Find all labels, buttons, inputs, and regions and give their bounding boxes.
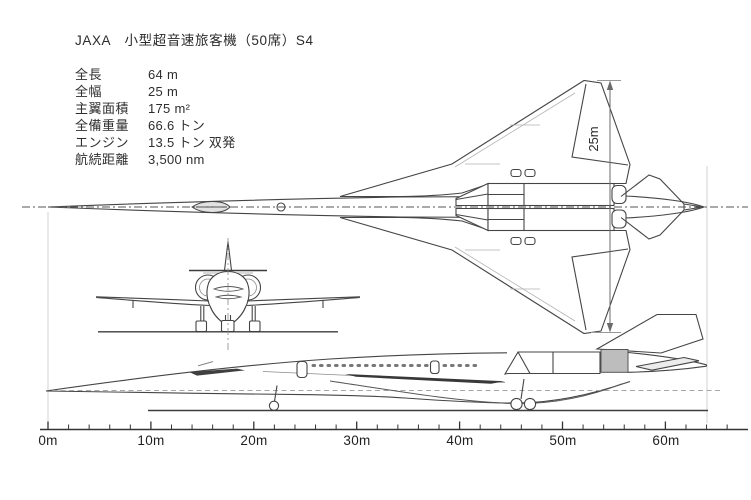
nacelle-side [503, 351, 601, 375]
cockpit-window-front [212, 286, 245, 292]
ruler-ticks [47, 421, 728, 430]
spec-label: 主翼面積 [75, 101, 130, 116]
chine-sliver [189, 368, 245, 376]
main-wheel-side [523, 397, 537, 411]
tail-cone-side [627, 351, 708, 373]
hatch [510, 168, 522, 178]
diagram-title: JAXA 小型超音速旅客機（50席）S4 [75, 33, 314, 48]
detail-hatches [510, 168, 536, 246]
spec-row: エンジン 13.5 トン 双発 [75, 134, 236, 151]
engine-exhaust [600, 349, 629, 373]
cockpit-window-front [214, 294, 243, 300]
intake-ramp-line [455, 193, 489, 201]
nose-gear-leg [273, 385, 278, 402]
spec-row: 全備重量 66.6 トン [75, 117, 236, 134]
wing-upper-plan [339, 79, 631, 198]
spec-label: 全備重量 [75, 118, 130, 133]
spec-label: 航続距離 [75, 152, 130, 167]
tailplane-plan [620, 174, 704, 240]
main-wheel-right [248, 320, 261, 333]
scale-label-10m: 10m [137, 433, 165, 448]
side-view [45, 313, 722, 412]
spec-label: エンジン [75, 135, 130, 150]
door-front [296, 360, 308, 379]
front-view [95, 238, 361, 352]
spec-row: 航続距離 3,500 nm [75, 151, 236, 168]
spec-value: 64 m [148, 67, 179, 82]
wing-lower-inner-trailing-edge [571, 248, 629, 331]
scale-label-0m: 0m [38, 433, 58, 448]
spec-table: 全長 64 m 全幅 25 m 主翼面積 175 m² 全備重量 66.6 トン エンジ… [75, 66, 236, 168]
main-wheel-left [195, 320, 208, 333]
windshield-line [197, 361, 214, 367]
main-wheel-side [510, 397, 523, 411]
stabilizer-side [635, 356, 700, 371]
wing-lower-flap-line [454, 246, 576, 322]
wing-upper-inner-trailing-edge [571, 83, 629, 166]
wing-front-left [95, 296, 210, 307]
spec-row: 全幅 25 m [75, 83, 236, 100]
dimension-25m [591, 80, 621, 333]
nose-wheel-side [268, 400, 280, 411]
fuselage-bottom-side [45, 380, 631, 404]
door-rear [429, 360, 440, 375]
scale-label-30m: 30m [343, 433, 371, 448]
spec-value: 25 m [148, 84, 179, 99]
hatch [524, 168, 536, 178]
intake-ramp-line [455, 213, 489, 221]
spec-value: 3,500 nm [148, 152, 205, 167]
landing-gear-front [195, 306, 261, 333]
scale-ruler [40, 421, 748, 431]
spec-label: 全幅 [75, 84, 103, 99]
wing-upper-flap-line [454, 92, 576, 168]
hatch [510, 236, 522, 246]
wing-lower-contour [329, 380, 623, 405]
arrowhead-up [606, 80, 614, 90]
vertical-fin-side [595, 313, 704, 354]
main-gear-leg [520, 378, 525, 400]
fin-front [223, 241, 233, 271]
spec-row: 主翼面積 175 m² [75, 100, 236, 117]
spec-value: 13.5 トン 双発 [148, 135, 236, 150]
wing-front-right [246, 296, 361, 307]
spec-value: 66.6 トン [148, 118, 206, 133]
extension-lines [47, 166, 708, 423]
nacelle-upper-plan [455, 182, 627, 207]
spec-row: 全長 64 m [75, 66, 236, 83]
nozzle-cap [611, 184, 627, 205]
wing-lower-plan [339, 216, 631, 335]
nacelle-lower-plan [455, 207, 627, 232]
spec-value: 175 m² [148, 101, 191, 116]
stab-lower [620, 209, 685, 240]
wing-side-sliver [345, 374, 505, 384]
spec-label: 全長 [75, 67, 103, 82]
wingspan-dimension-label: 25m [586, 126, 601, 152]
stab-upper [620, 174, 685, 205]
top-view [22, 79, 748, 335]
arrowhead-down [606, 323, 614, 333]
scale-label-50m: 50m [549, 433, 577, 448]
nozzle-cap [611, 209, 627, 229]
fuselage-top-side [45, 352, 508, 392]
scale-label-40m: 40m [446, 433, 474, 448]
scale-label-20m: 20m [240, 433, 268, 448]
scale-label-60m: 60m [652, 433, 680, 448]
hatch [524, 236, 536, 246]
